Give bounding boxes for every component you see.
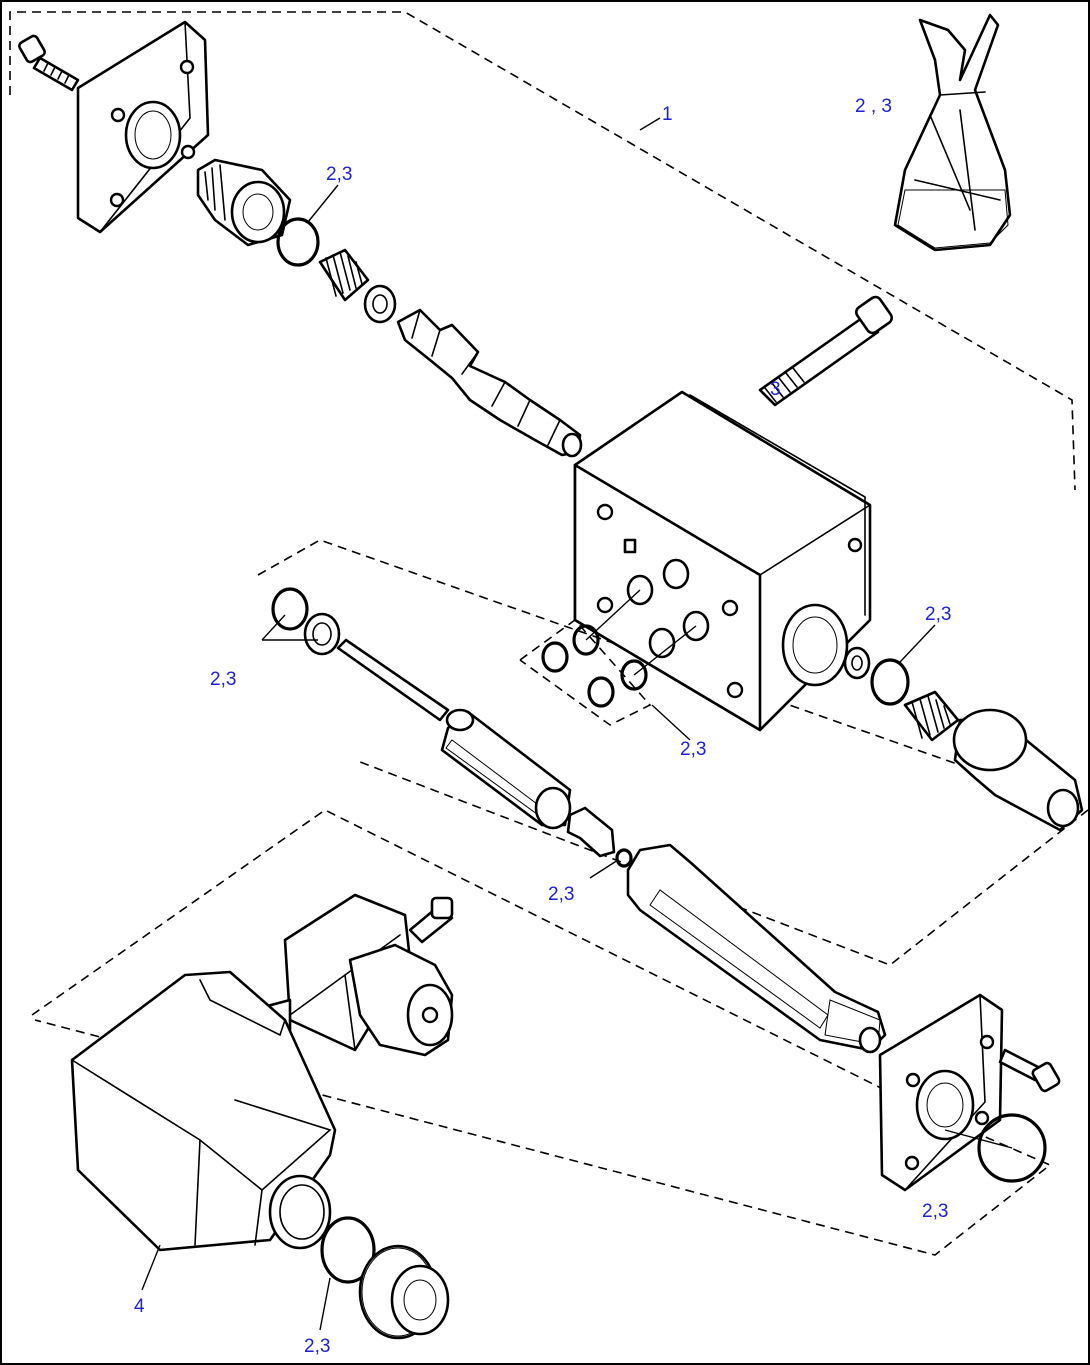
callout-bag-kit: 2 , 3 bbox=[855, 96, 892, 117]
seal-kit-bag bbox=[893, 13, 1012, 252]
callout-top-o-ring: 2,3 bbox=[326, 164, 352, 185]
small-o-ring bbox=[615, 848, 633, 868]
solenoid-tube bbox=[626, 843, 887, 1054]
bottom-o-ring bbox=[320, 1216, 376, 1284]
port-seals bbox=[541, 589, 697, 708]
sleeve bbox=[440, 708, 572, 830]
leader-lines bbox=[141, 117, 1013, 1331]
long-bolt bbox=[758, 295, 894, 407]
callout-right-flange-o-ring: 2,3 bbox=[922, 1201, 948, 1222]
top-left-bolt bbox=[18, 34, 80, 92]
callout-main-assembly: 1 bbox=[662, 104, 673, 125]
callout-solenoid-housing: 4 bbox=[134, 1296, 145, 1317]
left-seals bbox=[271, 587, 341, 656]
callout-port-seals: 2,3 bbox=[680, 739, 706, 760]
callout-right-o-ring: 2,3 bbox=[925, 604, 951, 625]
right-side-parts bbox=[843, 646, 1084, 832]
top-washer bbox=[363, 284, 397, 324]
right-flange-o-ring bbox=[977, 1113, 1047, 1183]
bellows-boot bbox=[196, 158, 292, 247]
right-flange bbox=[878, 993, 1004, 1192]
solenoid-housing bbox=[70, 970, 337, 1252]
knurled-nut bbox=[358, 1244, 450, 1340]
pin-rod bbox=[336, 638, 450, 722]
callout-spool-bolt: 3 bbox=[770, 379, 781, 400]
right-bolt bbox=[998, 1048, 1061, 1093]
top-spring bbox=[318, 248, 370, 302]
valve-body bbox=[573, 390, 872, 732]
spool bbox=[396, 308, 583, 458]
callout-bottom-o-ring: 2,3 bbox=[304, 1336, 330, 1357]
top-left-flange bbox=[76, 20, 210, 234]
callout-small-o-ring: 2,3 bbox=[548, 884, 574, 905]
top-o-ring bbox=[276, 217, 320, 267]
plunger bbox=[566, 806, 616, 858]
callout-left-seals: 2,3 bbox=[210, 669, 236, 690]
